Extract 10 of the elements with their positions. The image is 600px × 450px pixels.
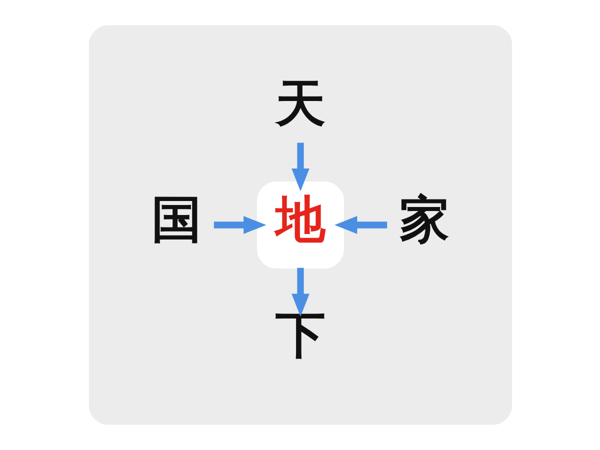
- cluster: [88, 25, 512, 425]
- node-text: 家: [398, 189, 449, 248]
- node-box: 地: [256, 182, 344, 268]
- node-text: 国: [151, 189, 202, 248]
- node-text: 下: [274, 305, 325, 364]
- arrow: [291, 142, 309, 192]
- arrow: [291, 268, 309, 316]
- arrow: [213, 216, 266, 234]
- node-text: 天: [274, 74, 325, 133]
- arrow: [334, 216, 387, 234]
